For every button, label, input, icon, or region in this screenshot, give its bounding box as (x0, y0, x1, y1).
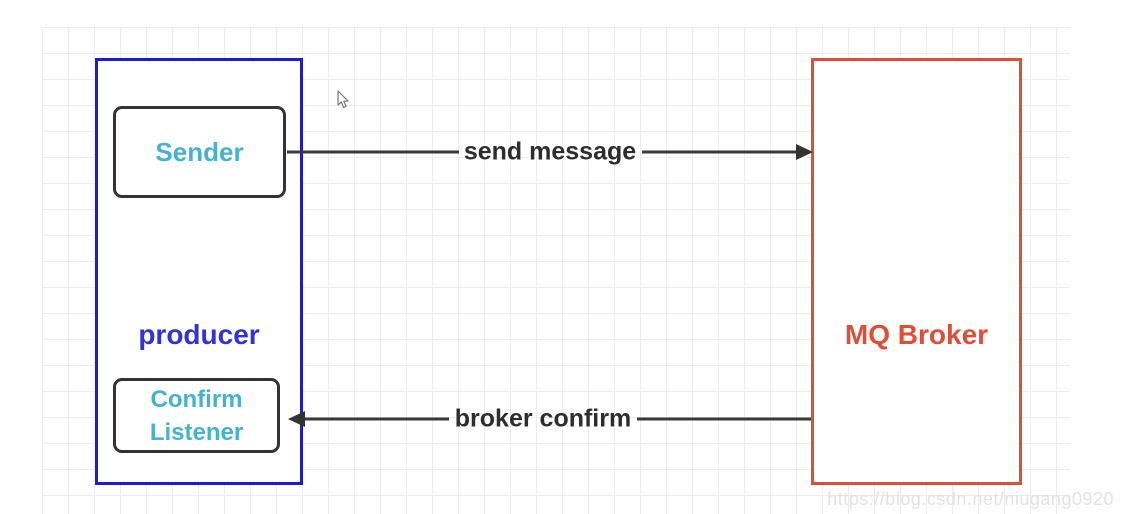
sender-node: Sender (113, 106, 286, 198)
broker-confirm-label: broker confirm (454, 404, 632, 433)
confirm-listener-node: Confirm Listener (113, 378, 280, 453)
mq-broker-label: MQ Broker (844, 319, 989, 350)
producer-label: producer (138, 319, 260, 350)
mq-broker-box: MQ Broker (811, 58, 1022, 485)
broker-confirm-arrow (288, 411, 811, 427)
sender-label: Sender (155, 136, 244, 167)
producer-box: Sender producer Confirm Listener (95, 58, 303, 485)
watermark-text: https://blog.csdn.net/niugang0920 (827, 489, 1114, 509)
mouse-cursor-icon (337, 90, 349, 109)
send-message-arrow (287, 144, 813, 160)
confirm-listener-label: Confirm Listener (149, 385, 244, 446)
send-message-label: send message (463, 137, 637, 166)
